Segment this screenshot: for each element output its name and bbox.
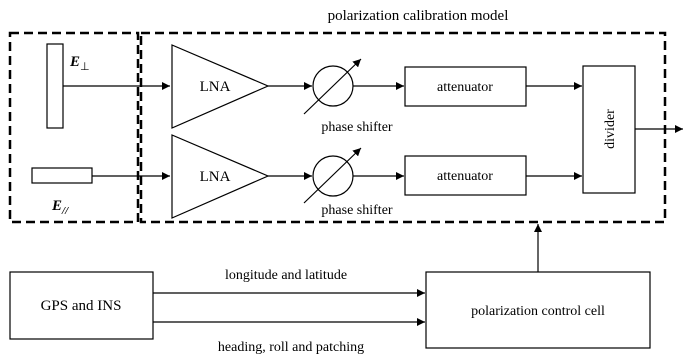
signal-heading-roll-patching-label: heading, roll and patching — [218, 340, 364, 355]
divider-box — [582, 65, 636, 194]
attenuator-top-box — [404, 66, 527, 107]
divider-label: divider — [603, 109, 618, 149]
lna-top-triangle — [171, 44, 270, 129]
gps-ins-label: GPS and INS — [41, 298, 122, 314]
attenuator-bottom-label: attenuator — [437, 169, 493, 184]
calibration-model-dashed-box — [139, 31, 667, 224]
lna-top-label: LNA — [200, 79, 231, 95]
phase-shifter-bottom-arrow — [303, 147, 362, 204]
lna-bottom-label: LNA — [200, 169, 231, 185]
phase-shifter-bottom-label: phase shifter — [321, 203, 392, 218]
polarization-control-cell-label: polarization control cell — [471, 304, 605, 319]
antenna-element-vertical — [46, 43, 64, 129]
phase-shifter-top-arrow — [303, 58, 362, 115]
attenuator-top-label: attenuator — [437, 80, 493, 95]
antenna-dashed-box — [8, 31, 140, 224]
lna-bottom-triangle — [171, 134, 270, 219]
diagram-title: polarization calibration model — [328, 8, 509, 24]
antenna-element-horizontal — [31, 167, 93, 184]
phase-shifter-top-label: phase shifter — [321, 120, 392, 135]
polarization-control-cell-box — [425, 271, 651, 349]
gps-ins-box — [9, 271, 154, 340]
label-e-parallel: E// — [51, 198, 69, 217]
label-e-perpendicular: E⊥ — [69, 54, 90, 73]
signal-longitude-latitude-label: longitude and latitude — [225, 268, 347, 283]
